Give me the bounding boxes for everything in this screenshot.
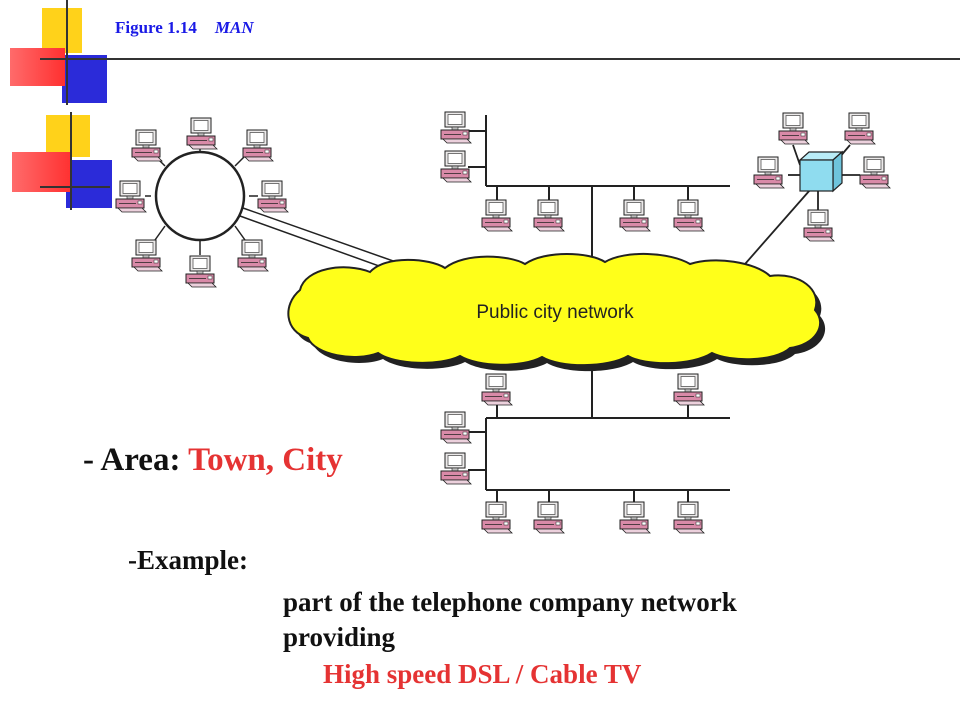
title-rule: [40, 58, 960, 60]
decor-square-red-1: [10, 48, 65, 86]
figure-name: MAN: [214, 18, 254, 37]
computer-icon: [533, 501, 565, 534]
decor-square-red-2: [12, 152, 72, 192]
ring-network: [115, 117, 431, 288]
slide-title: Figure 1.14 MAN: [115, 18, 254, 38]
computer-icon: [673, 199, 705, 232]
area-prefix: - Area:: [83, 442, 189, 478]
decor-square-yellow-1: [42, 8, 82, 53]
star-network: [737, 112, 891, 273]
decor-square-yellow-2: [46, 115, 90, 157]
computer-icon: [440, 411, 472, 444]
decor-square-blue-2: [66, 160, 112, 208]
computer-icon: [131, 239, 163, 272]
computer-icon: [257, 180, 289, 213]
computer-icon: [481, 501, 513, 534]
computer-icon: [481, 199, 513, 232]
computer-icon: [115, 180, 147, 213]
example-label: -Example:: [128, 545, 248, 575]
area-value: Town, City: [188, 442, 343, 478]
computer-icon: [440, 452, 472, 485]
computer-icon: [533, 199, 565, 232]
bus-network-upper: [440, 111, 730, 262]
public-city-network-cloud: Public city network: [287, 253, 826, 372]
computer-icon: [237, 239, 269, 272]
area-line: - Area: Town, City: [83, 442, 343, 479]
decor-line-v-2: [70, 112, 72, 210]
computer-icon: [185, 255, 217, 288]
example-line-3: High speed DSL / Cable TV: [323, 659, 642, 689]
computer-icon: [619, 501, 651, 534]
computer-icon: [481, 373, 513, 406]
computer-icon: [859, 156, 891, 189]
decor-line-h-2: [40, 186, 110, 188]
computer-icon: [803, 209, 835, 242]
computer-icon: [619, 199, 651, 232]
computer-icon: [778, 112, 810, 145]
computer-icon: [131, 129, 163, 162]
hub: [799, 159, 834, 192]
bus-network-lower: [440, 355, 730, 534]
cloud-label: Public city network: [476, 302, 634, 323]
computer-icon: [673, 373, 705, 406]
computer-icon: [753, 156, 785, 189]
example-line-2: providing: [283, 622, 396, 652]
example-line-1: part of the telephone company network: [283, 587, 737, 617]
computer-icon: [440, 111, 472, 144]
computer-icon: [440, 150, 472, 183]
computer-icon: [673, 501, 705, 534]
computer-icon: [242, 129, 274, 162]
computer-icon: [186, 117, 218, 150]
figure-label: Figure 1.14: [115, 18, 197, 37]
decor-square-blue-1: [62, 55, 107, 103]
decor-line-v-1: [66, 0, 68, 105]
computer-icon: [844, 112, 876, 145]
